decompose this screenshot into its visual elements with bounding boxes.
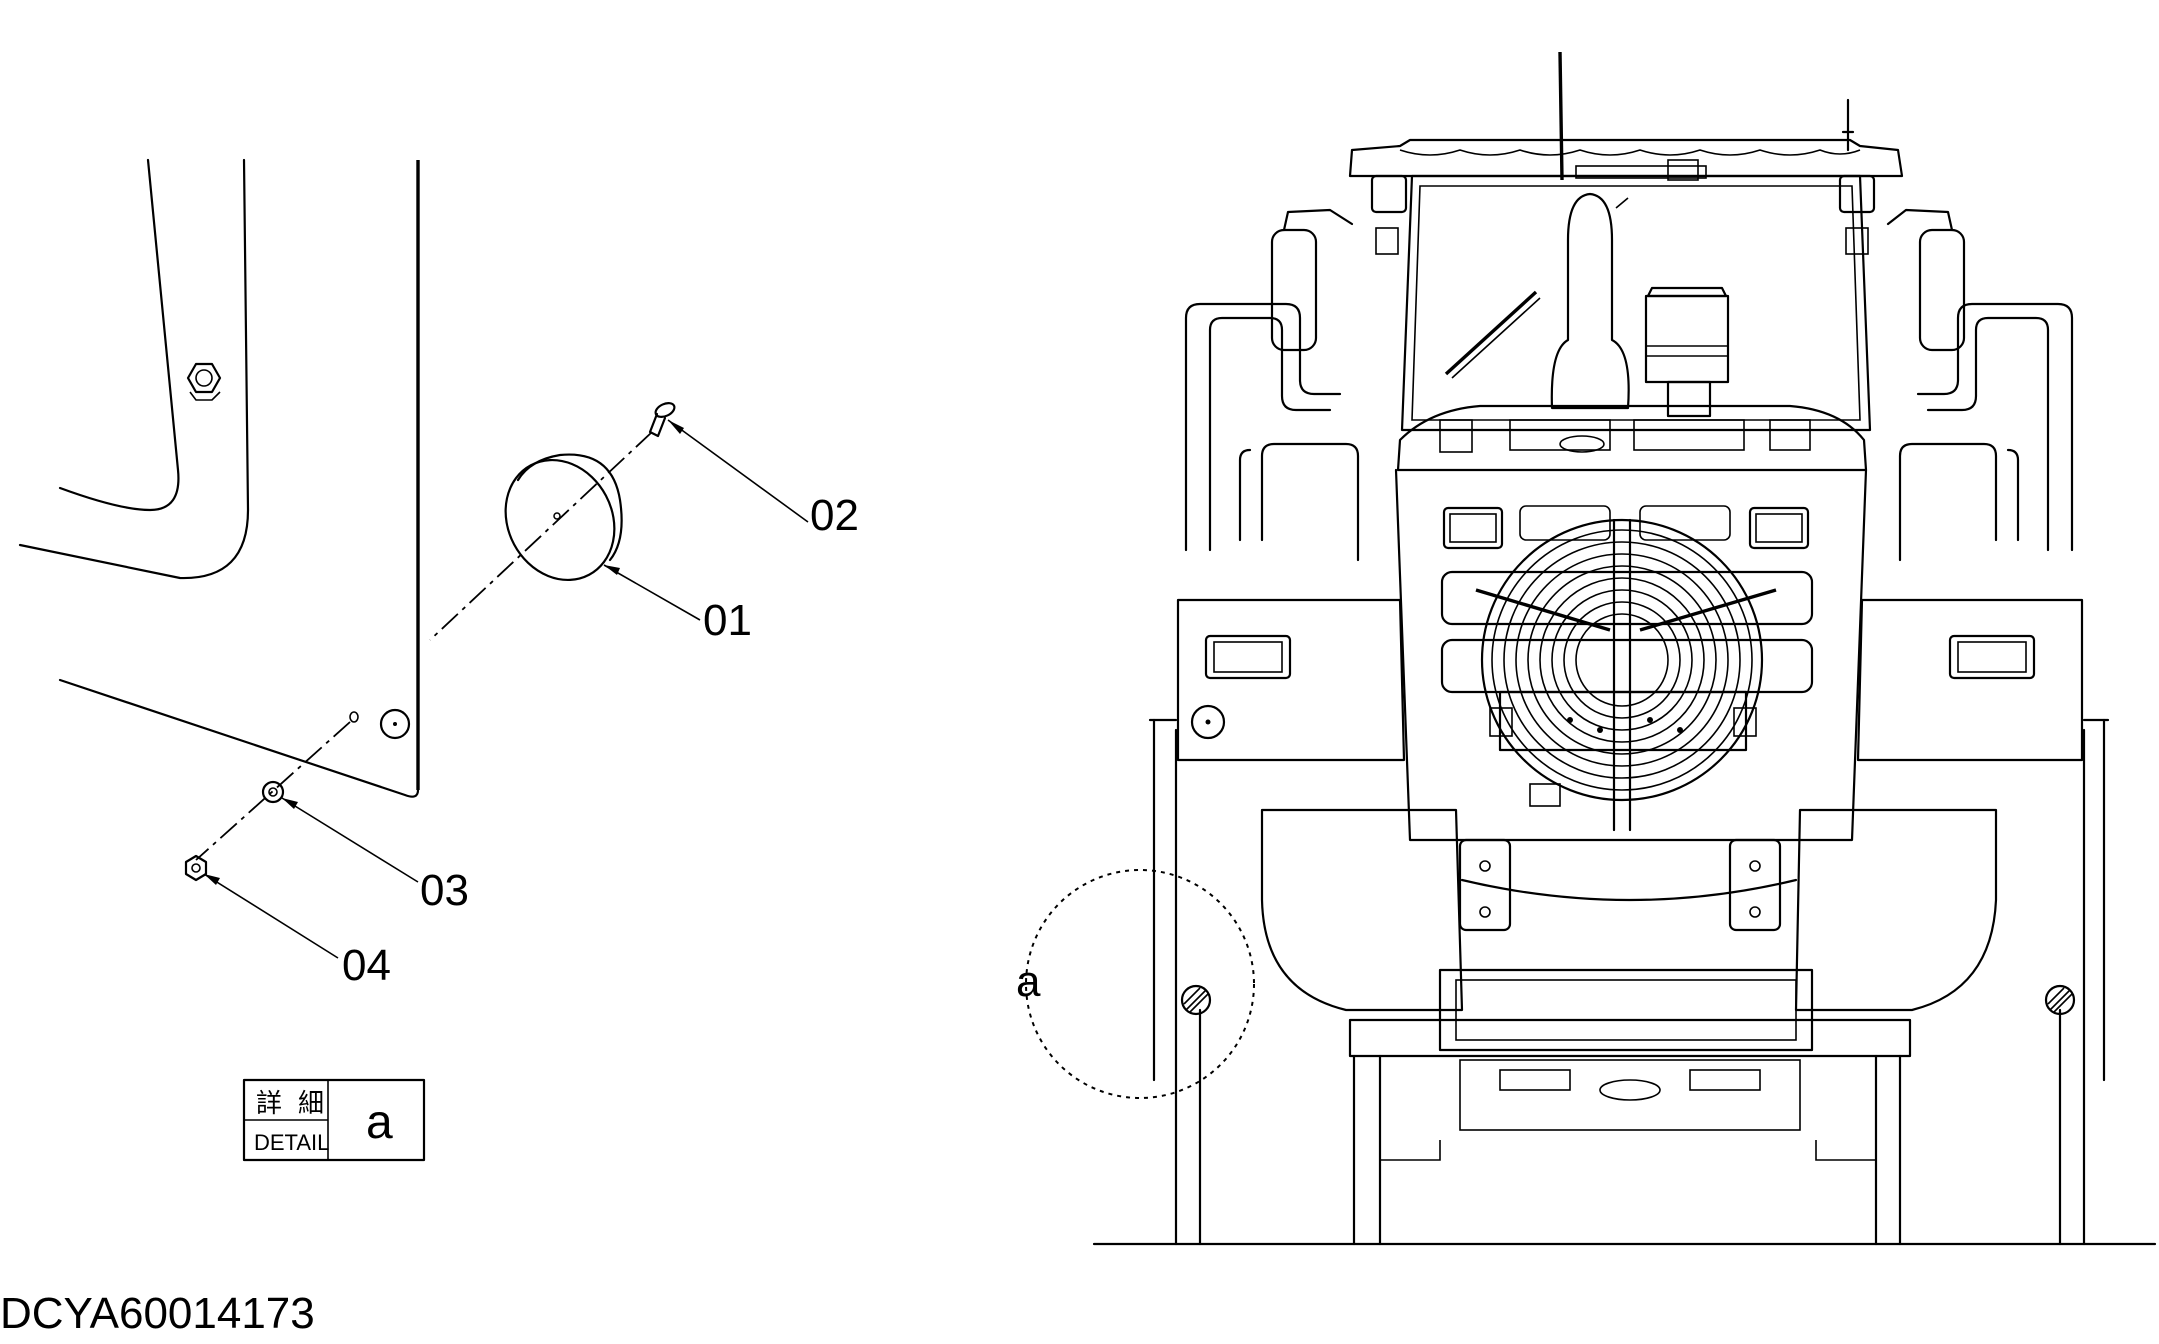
radiator-fan-icon: [1480, 518, 1764, 802]
detail-letter: a: [366, 1096, 393, 1149]
washer-03: [261, 780, 285, 804]
detail-kanji-2: 細: [298, 1088, 324, 1118]
callout-03: 03: [420, 866, 469, 915]
machine-front-view: a: [1016, 51, 2157, 1246]
detail-label-box: 詳 細 DETAIL a: [242, 1078, 426, 1162]
detail-kanji-1: 詳: [256, 1088, 282, 1118]
callout-04: 04: [342, 941, 391, 990]
detail-a-circle: [1025, 869, 1255, 1099]
drawing-code: DCYA60014173: [0, 1289, 315, 1338]
detail-marker-a: a: [1016, 957, 1041, 1006]
detail-word: DETAIL: [254, 1130, 329, 1155]
rivet-02: [648, 402, 676, 438]
nut-04: [184, 854, 208, 882]
callout-01: 01: [703, 596, 752, 645]
callout-02: 02: [810, 491, 859, 540]
reflector-disc-01: [504, 453, 623, 582]
precleaner-icon: [1644, 286, 1730, 418]
detail-a-view: 02 01 03 04: [18, 158, 859, 990]
panel-bolt-icon: [186, 362, 222, 401]
